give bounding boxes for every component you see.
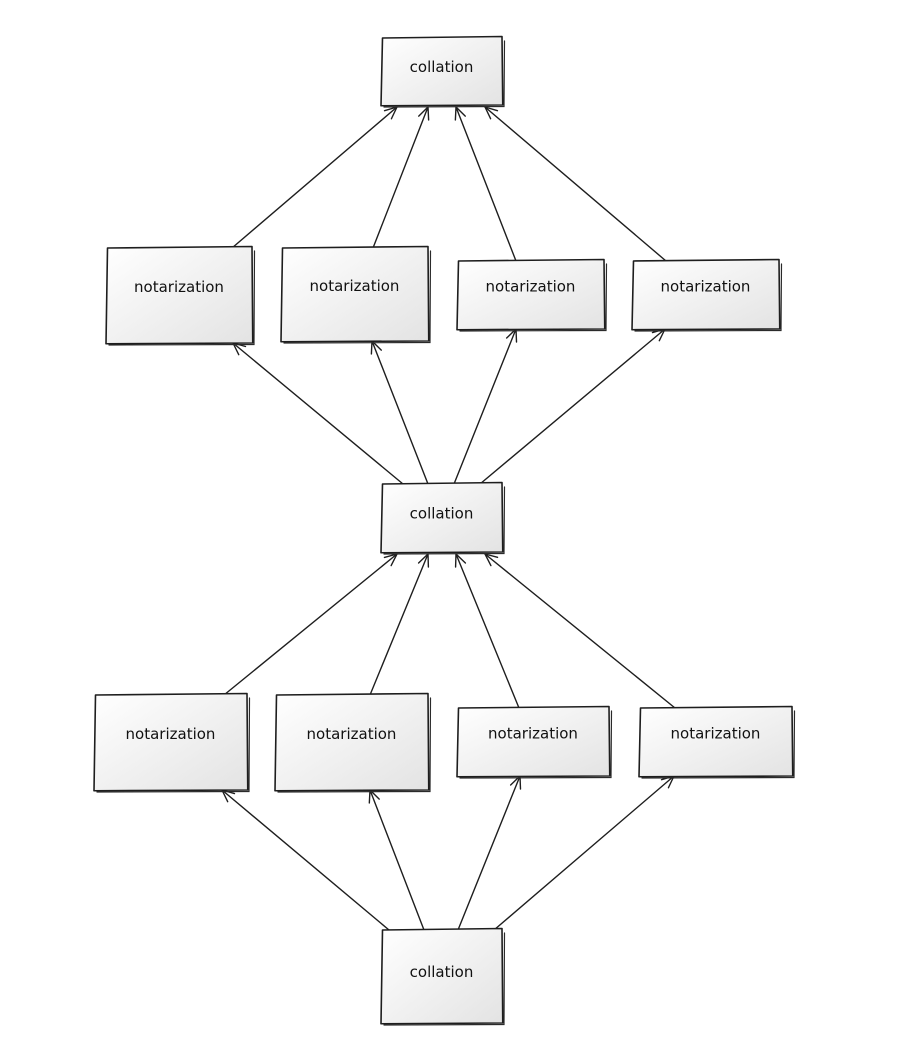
node-shadow xyxy=(641,710,796,779)
edges-layer xyxy=(221,106,676,931)
edge-arrow-collation-bottom-to-notarization-2d xyxy=(493,775,675,931)
edge-arrow-collation-bottom-to-notarization-2c xyxy=(457,775,522,931)
edge-line xyxy=(455,106,517,262)
edge-arrow-notarization-2b-to-collation-middle xyxy=(369,553,430,696)
node-shadow xyxy=(634,263,783,332)
node-box xyxy=(456,705,611,778)
node-notarization-1a: notarization xyxy=(105,245,256,346)
node-label: notarization xyxy=(310,277,400,295)
node-notarization-1d: notarization xyxy=(631,258,783,332)
node-label: notarization xyxy=(126,725,216,743)
node-box xyxy=(105,245,254,345)
node-notarization-1c: notarization xyxy=(456,258,608,332)
node-collation-bottom: collation xyxy=(380,927,506,1026)
node-shadow xyxy=(383,932,506,1026)
nodes-layer: collation notarization notarization notariz… xyxy=(93,35,796,1026)
node-label: notarization xyxy=(134,278,224,296)
edge-arrow-notarization-1c-to-collation-top xyxy=(454,106,517,262)
node-notarization-1b: notarization xyxy=(280,245,432,344)
edge-line xyxy=(232,342,404,485)
node-box xyxy=(456,258,606,331)
node-label: collation xyxy=(410,505,474,523)
edge-line xyxy=(221,789,390,931)
node-shadow xyxy=(459,710,613,779)
edge-arrow-collation-middle-to-notarization-1b xyxy=(370,340,429,485)
node-box xyxy=(631,258,781,331)
node-shadow xyxy=(459,263,608,332)
node-box xyxy=(274,692,430,792)
node-box xyxy=(638,705,794,778)
edge-arrow-collation-middle-to-notarization-1a xyxy=(232,342,404,485)
node-shadow xyxy=(108,250,256,346)
node-notarization-2a: notarization xyxy=(93,692,251,793)
edge-line xyxy=(223,553,398,696)
edge-line xyxy=(371,340,429,485)
node-notarization-2b: notarization xyxy=(274,692,432,793)
node-notarization-2d: notarization xyxy=(638,705,796,779)
node-label: notarization xyxy=(486,278,576,296)
node-collation-top: collation xyxy=(380,35,506,108)
node-label: notarization xyxy=(671,725,761,743)
edge-line xyxy=(457,775,521,931)
edge-line xyxy=(372,106,429,249)
edge-arrow-notarization-1b-to-collation-top xyxy=(372,106,430,249)
node-shadow xyxy=(383,40,506,108)
edge-line xyxy=(484,553,676,709)
node-box xyxy=(380,35,504,107)
node-label: notarization xyxy=(488,725,578,743)
edge-arrow-notarization-2c-to-collation-middle xyxy=(454,553,520,709)
node-box xyxy=(280,245,430,343)
node-box xyxy=(380,481,504,554)
edge-line xyxy=(231,106,398,249)
node-shadow xyxy=(283,250,432,344)
node-label: collation xyxy=(410,58,474,76)
edge-arrow-notarization-2a-to-collation-middle xyxy=(223,553,398,696)
node-label: notarization xyxy=(661,278,751,296)
edge-arrow-collation-bottom-to-notarization-2b xyxy=(368,789,425,931)
edge-line xyxy=(479,328,666,485)
node-box xyxy=(93,692,249,792)
edge-line xyxy=(453,328,517,485)
node-collation-middle: collation xyxy=(380,481,506,555)
edge-line xyxy=(484,106,667,262)
node-notarization-2c: notarization xyxy=(456,705,613,779)
node-shadow xyxy=(277,697,432,793)
edge-arrow-notarization-1d-to-collation-top xyxy=(484,106,667,262)
node-box xyxy=(380,927,504,1025)
node-shadow xyxy=(96,697,251,793)
edge-arrow-collation-middle-to-notarization-1d xyxy=(479,328,666,485)
node-label: notarization xyxy=(307,725,397,743)
edge-line xyxy=(455,553,520,709)
node-shadow xyxy=(383,486,506,555)
edge-line xyxy=(369,553,429,696)
edge-arrow-collation-bottom-to-notarization-2a xyxy=(221,789,390,931)
edge-line xyxy=(369,789,425,931)
edge-arrow-notarization-2d-to-collation-middle xyxy=(484,553,676,709)
edge-line xyxy=(493,775,675,931)
node-label: collation xyxy=(410,963,474,981)
edge-arrow-notarization-1a-to-collation-top xyxy=(231,106,398,249)
